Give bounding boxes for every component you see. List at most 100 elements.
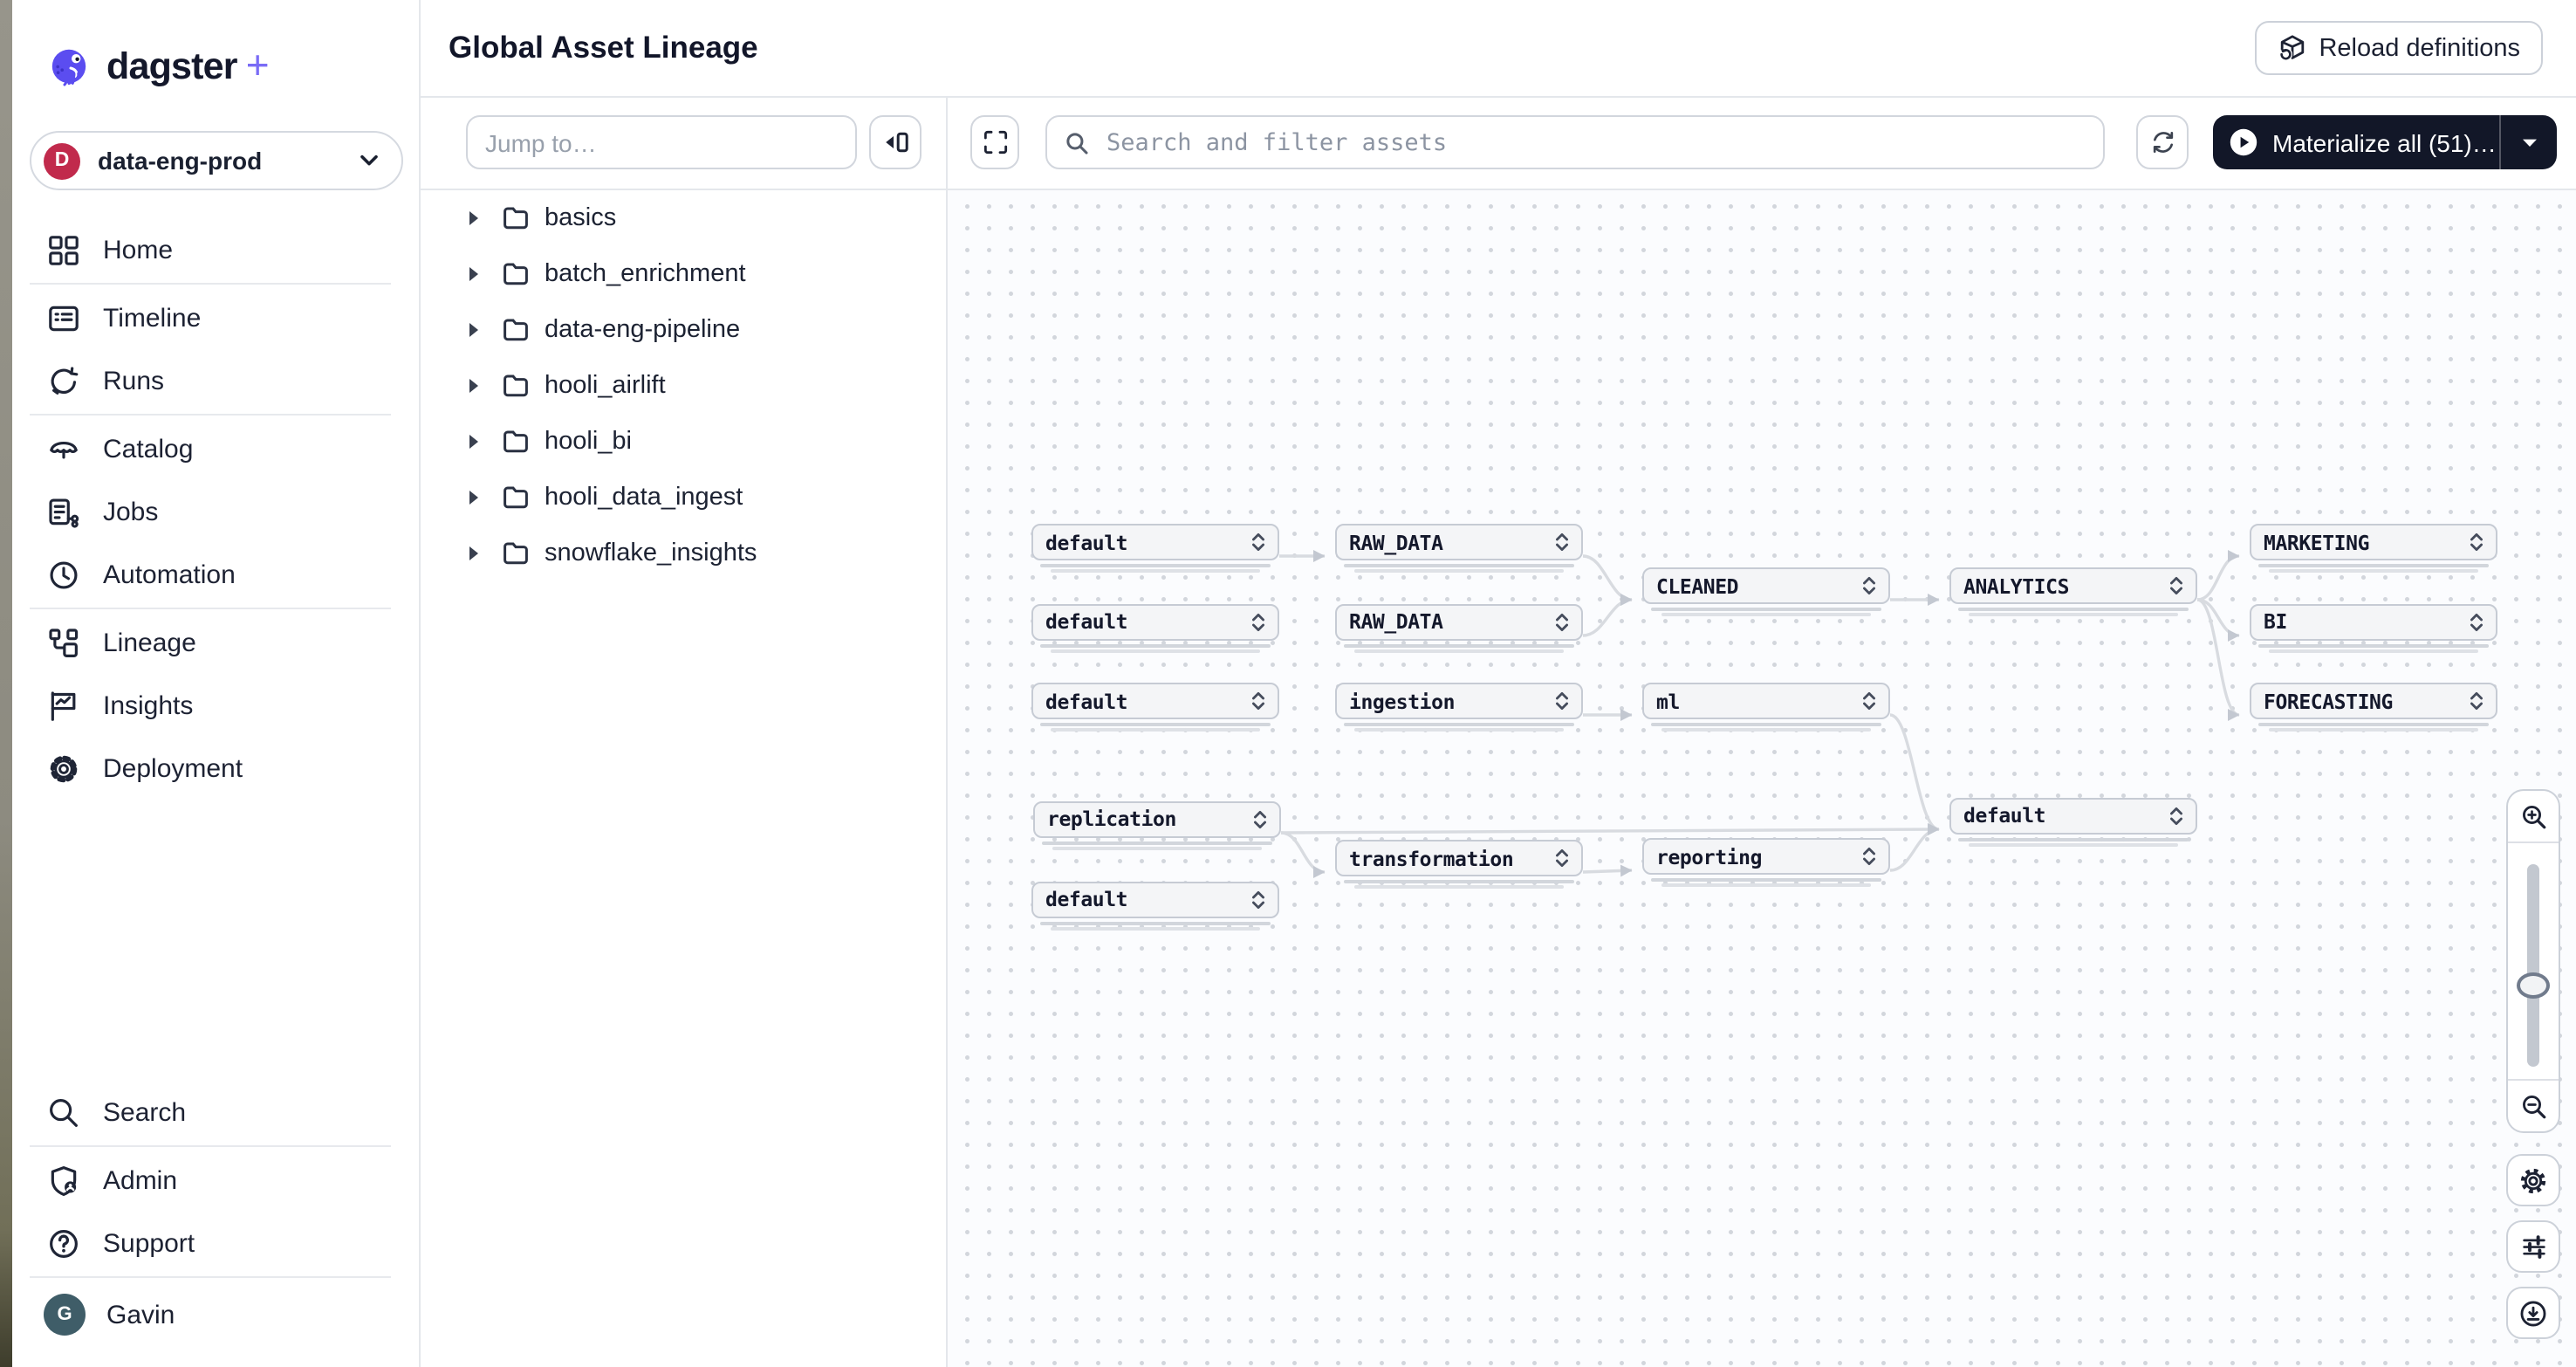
- sidebar-item-label: Support: [103, 1228, 195, 1258]
- reload-definitions-button[interactable]: Reload definitions: [2254, 21, 2543, 75]
- asset-group-node-cleaned[interactable]: CLEANED: [1642, 567, 1890, 616]
- tree-item-data-eng-pipeline[interactable]: data-eng-pipeline: [421, 302, 946, 358]
- download-button[interactable]: [2506, 1287, 2560, 1339]
- unfold-icon[interactable]: [1555, 691, 1569, 711]
- asset-group-node-analytics[interactable]: ANALYTICS: [1949, 567, 2197, 616]
- deployment-icon: [47, 752, 80, 785]
- tree-item-hooli_bi[interactable]: hooli_bi: [421, 414, 946, 470]
- zoom-slider-track[interactable]: [2527, 864, 2539, 1067]
- unfold-icon[interactable]: [1862, 691, 1876, 711]
- sidebar: dagster + D data-eng-prod Home Timeline …: [12, 0, 421, 1367]
- filters-button[interactable]: [2506, 1220, 2560, 1273]
- tree-item-label: hooli_data_ingest: [545, 484, 743, 512]
- workspace-name: data-eng-prod: [98, 147, 263, 175]
- asset-group-node-default5[interactable]: default: [1031, 881, 1279, 930]
- sidebar-item-insights[interactable]: Insights: [12, 674, 419, 737]
- unfold-icon[interactable]: [1555, 612, 1569, 631]
- reload-definitions-label: Reload definitions: [2319, 34, 2520, 62]
- fullscreen-button[interactable]: [970, 115, 1019, 169]
- sidebar-item-label: Runs: [103, 366, 165, 395]
- dagster-logo[interactable]: dagster +: [47, 42, 270, 89]
- caret-right-icon[interactable]: [469, 546, 478, 560]
- unfold-icon[interactable]: [1251, 691, 1265, 711]
- jump-to-input[interactable]: [466, 115, 857, 169]
- lineage-canvas[interactable]: default RAW_DATA default RAW_DATA defaul…: [948, 190, 2576, 1367]
- sidebar-item-label: Admin: [103, 1165, 178, 1195]
- divider: [30, 1145, 391, 1147]
- caret-right-icon[interactable]: [469, 491, 478, 505]
- asset-group-node-replication[interactable]: replication: [1033, 800, 1281, 849]
- sidebar-item-admin[interactable]: Admin: [12, 1149, 419, 1212]
- edge-replication-to-default4: [1280, 823, 1940, 836]
- sidebar-item-catalog[interactable]: Catalog: [12, 417, 419, 480]
- asset-group-node-reporting[interactable]: reporting: [1642, 838, 1890, 887]
- unfold-icon[interactable]: [1251, 532, 1265, 552]
- collapse-panel-button[interactable]: [869, 115, 921, 169]
- tree-item-basics[interactable]: basics: [421, 190, 946, 246]
- sidebar-item-lineage[interactable]: Lineage: [12, 611, 419, 674]
- asset-group-node-ml[interactable]: ml: [1642, 683, 1890, 732]
- unfold-icon[interactable]: [2470, 532, 2484, 552]
- asset-group-label: ANALYTICS: [1963, 574, 2070, 598]
- asset-group-label: default: [1045, 887, 1128, 911]
- refresh-button[interactable]: [2136, 115, 2189, 169]
- unfold-icon[interactable]: [1555, 532, 1569, 552]
- tree-item-snowflake_insights[interactable]: snowflake_insights: [421, 526, 946, 581]
- asset-group-node-forecasting[interactable]: FORECASTING: [2250, 683, 2497, 732]
- graph-settings-button[interactable]: [2506, 1154, 2560, 1206]
- materialize-all-button[interactable]: Materialize all (51)…: [2213, 115, 2557, 169]
- asset-group-node-default4[interactable]: default: [1949, 797, 2197, 846]
- tree-item-batch_enrichment[interactable]: batch_enrichment: [421, 246, 946, 302]
- asset-search-input[interactable]: [1103, 127, 2103, 158]
- tree-item-hooli_data_ingest[interactable]: hooli_data_ingest: [421, 470, 946, 526]
- asset-group-node-marketing[interactable]: MARKETING: [2250, 524, 2497, 573]
- sidebar-item-automation[interactable]: Automation: [12, 543, 419, 606]
- unfold-icon[interactable]: [1862, 576, 1876, 595]
- screen-edge-strip: [0, 0, 12, 1367]
- asset-group-label: CLEANED: [1656, 574, 1739, 598]
- sidebar-item-search[interactable]: Search: [12, 1081, 419, 1144]
- unfold-icon[interactable]: [2470, 612, 2484, 631]
- materialize-all-label: Materialize all (51)…: [2272, 128, 2497, 156]
- tree-item-hooli_airlift[interactable]: hooli_airlift: [421, 358, 946, 414]
- unfold-icon[interactable]: [1251, 612, 1265, 631]
- workspace-selector[interactable]: D data-eng-prod: [30, 131, 403, 190]
- asset-group-node-default3[interactable]: default: [1031, 683, 1279, 732]
- unfold-icon[interactable]: [1251, 890, 1265, 909]
- sidebar-item-support[interactable]: Support: [12, 1212, 419, 1274]
- asset-group-label: ingestion: [1349, 689, 1456, 713]
- sidebar-item-runs[interactable]: Runs: [12, 349, 419, 412]
- asset-group-node-raw1[interactable]: RAW_DATA: [1335, 524, 1583, 573]
- asset-group-node-ingestion[interactable]: ingestion: [1335, 683, 1583, 732]
- unfold-icon[interactable]: [1862, 847, 1876, 866]
- asset-group-node-bi[interactable]: BI: [2250, 603, 2497, 652]
- zoom-slider-handle[interactable]: [2517, 972, 2550, 999]
- sidebar-item-timeline[interactable]: Timeline: [12, 286, 419, 349]
- caret-right-icon[interactable]: [469, 211, 478, 225]
- page-header: Global Asset Lineage Reload definitions: [421, 0, 2576, 98]
- unfold-icon[interactable]: [1555, 848, 1569, 868]
- asset-group-node-raw2[interactable]: RAW_DATA: [1335, 603, 1583, 652]
- sidebar-item-jobs[interactable]: Jobs: [12, 480, 419, 543]
- unfold-icon[interactable]: [2169, 576, 2183, 595]
- unfold-icon[interactable]: [2470, 691, 2484, 711]
- asset-group-node-default2[interactable]: default: [1031, 603, 1279, 652]
- tree-item-label: data-eng-pipeline: [545, 316, 741, 344]
- edge-ml-to-default4: [1889, 713, 1940, 835]
- caret-right-icon[interactable]: [469, 379, 478, 393]
- sidebar-item-deployment[interactable]: Deployment: [12, 737, 419, 800]
- caret-right-icon[interactable]: [469, 323, 478, 337]
- sidebar-item-label: Deployment: [103, 753, 243, 783]
- user-menu[interactable]: G Gavin: [12, 1280, 419, 1350]
- caret-right-icon[interactable]: [469, 435, 478, 449]
- unfold-icon[interactable]: [2169, 806, 2183, 825]
- zoom-in-button[interactable]: [2508, 791, 2559, 843]
- unfold-icon[interactable]: [1253, 809, 1267, 828]
- sidebar-item-home[interactable]: Home: [12, 218, 419, 281]
- materialize-dropdown-toggle[interactable]: [2501, 137, 2557, 148]
- asset-group-node-default1[interactable]: default: [1031, 524, 1279, 573]
- asset-group-node-transformation[interactable]: transformation: [1335, 840, 1583, 889]
- divider: [30, 414, 391, 416]
- zoom-out-button[interactable]: [2508, 1079, 2559, 1131]
- caret-right-icon[interactable]: [469, 267, 478, 281]
